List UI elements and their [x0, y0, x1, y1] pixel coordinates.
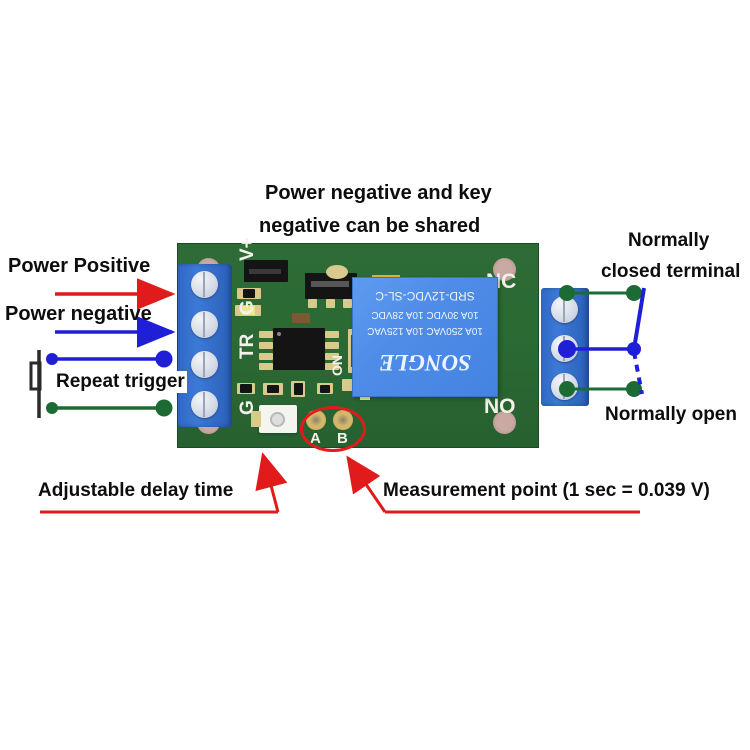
label-adjustable-delay: Adjustable delay time: [38, 480, 234, 501]
ic-pad-r1: [325, 331, 339, 338]
songle-relay: SRD-12VDC-SL-C 10A 30VDC 10A 28VDC 10A 2…: [352, 277, 498, 397]
input-screw-vplus[interactable]: [191, 271, 218, 298]
silk-label-no: NO: [484, 395, 516, 418]
smd-resistor-b2: [267, 385, 279, 393]
ic-pad-l4: [259, 363, 273, 370]
switch-blade-closed: [632, 287, 646, 350]
trigger-node-top-left: [46, 353, 58, 365]
label-measurement-point: Measurement point (1 sec = 0.039 V): [383, 480, 710, 501]
input-screw-tr[interactable]: [191, 351, 218, 378]
ic-pad-r4: [325, 363, 339, 370]
label-power-positive: Power Positive: [8, 255, 151, 277]
smd-resistor-mid: [292, 313, 310, 323]
diode-marking: [249, 269, 281, 274]
ic-pad-r2: [325, 342, 339, 349]
nc-node-right: [626, 285, 642, 301]
ic-pad-l2: [259, 342, 273, 349]
no-node-left: [559, 381, 575, 397]
label-normally-closed-line2: closed terminal: [601, 261, 741, 282]
measurement-point-highlight: [300, 406, 366, 452]
note-line1: Power negative and key: [265, 182, 492, 204]
measurement-point-leader: [346, 455, 387, 513]
label-repeat-trigger: Repeat trigger: [54, 371, 187, 393]
pushbutton-cap-icon[interactable]: [29, 361, 42, 391]
regulator-pad-1: [308, 299, 317, 308]
ic-pad-l1: [259, 331, 273, 338]
regulator-pad-3: [343, 299, 352, 308]
note-line2: negative can be shared: [259, 215, 481, 237]
trigger-node-bottom-right: [155, 399, 173, 417]
label-normally-closed-line1: Normally: [628, 230, 710, 251]
smd-transistor-2: [294, 383, 303, 395]
nc-node-left: [559, 285, 575, 301]
com-node-left: [558, 340, 576, 358]
ic-pad-r3: [325, 353, 339, 360]
no-node-right: [626, 381, 642, 397]
trigger-node-top-right: [155, 350, 173, 368]
ic-pad-l3: [259, 353, 273, 360]
regulator-marking: [311, 281, 349, 287]
label-normally-open: Normally open: [605, 404, 737, 425]
adjustable-delay-leader: [255, 452, 288, 513]
label-power-negative: Power negative: [5, 303, 152, 325]
trigger-node-bottom-left: [46, 402, 58, 414]
input-terminal-block[interactable]: [178, 264, 232, 427]
smd-resistor-top: [243, 289, 255, 298]
regulator-pad-2: [326, 299, 335, 308]
mounting-hole-bottom-right: [493, 411, 516, 434]
smd-led-power: [242, 306, 255, 315]
potentiometer-screw[interactable]: [270, 412, 285, 427]
ic-pin1-dot: [277, 332, 281, 336]
electrolytic-capacitor: [326, 265, 348, 279]
smd-transistor-1: [240, 384, 252, 393]
potentiometer-pad-left: [251, 411, 261, 427]
input-screw-g1[interactable]: [191, 311, 218, 338]
input-screw-g2[interactable]: [191, 391, 218, 418]
mounting-hole-top-right: [493, 258, 516, 281]
timer-ic: [273, 328, 325, 370]
smd-resistor-b4: [320, 385, 330, 393]
